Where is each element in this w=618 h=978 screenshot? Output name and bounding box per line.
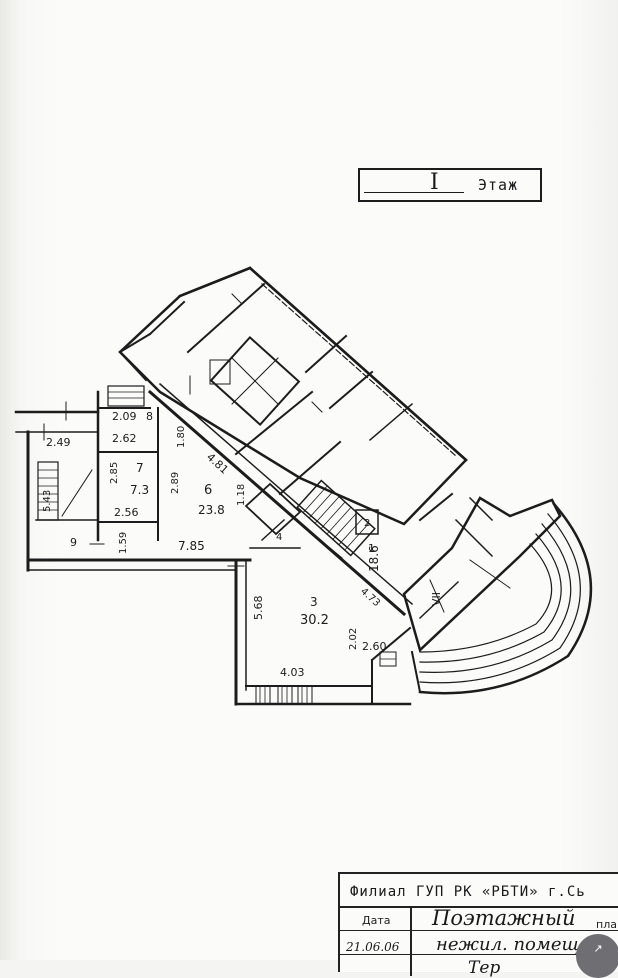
title-block-stamp: Филиал ГУП РК «РБТИ» г.Сь Дата 21.06.06 … xyxy=(338,872,618,978)
dim-label-4: 4 xyxy=(276,532,282,543)
window-south-2 xyxy=(277,685,293,705)
wall-main-north xyxy=(248,266,468,462)
stamp-organization: Филиал ГУП РК «РБТИ» г.Сь xyxy=(350,884,586,900)
stamp-date-label: Дата xyxy=(362,914,391,927)
terrace-curve-outer xyxy=(418,502,593,695)
room2-box xyxy=(355,509,379,535)
dim-label-4-73: 4.73 xyxy=(358,586,382,609)
dim-label-2-02: 2.02 xyxy=(348,628,359,650)
dim-label-2-49: 2.49 xyxy=(46,436,71,449)
room-number-1: 1 xyxy=(368,542,375,555)
floor-label: Этаж xyxy=(478,176,519,194)
room-area-6: 23.8 xyxy=(198,503,225,517)
entry-steps-top xyxy=(107,385,145,407)
stair-left xyxy=(37,461,59,521)
room-number-2: 2 xyxy=(364,518,370,529)
dim-label-2-60: 2.60 xyxy=(362,640,387,653)
dim-label-2-09: 2.09 xyxy=(112,410,137,423)
dim-label-4-81: 4.81 xyxy=(204,451,231,477)
dim-label-4-03: 4.03 xyxy=(280,666,305,679)
stamp-rule-1 xyxy=(340,906,618,908)
room-number-3: 3 xyxy=(310,595,318,609)
floor-title-box xyxy=(358,168,542,202)
wall-cross-1 xyxy=(186,282,266,354)
dim-label-1-80: 1.80 xyxy=(176,426,187,448)
elevator-shaft xyxy=(209,335,301,427)
room-label-8: 8 xyxy=(146,410,153,423)
stamp-col-rule xyxy=(410,906,412,976)
stamp-handwriting-3: Тер xyxy=(468,958,501,978)
room-area-7: 7.3 xyxy=(130,483,149,497)
room-area-3: 30.2 xyxy=(300,613,329,628)
dim-label-2-89: 2.89 xyxy=(170,472,181,494)
wall-main-diagonal-inner xyxy=(158,382,414,606)
dim-label-7-85: 7.85 xyxy=(178,539,205,553)
room-4-box xyxy=(244,482,302,536)
stamp-handwriting-1: Поэтажный xyxy=(432,906,576,930)
room-number-7: 7 xyxy=(136,461,144,475)
floor-title-underline xyxy=(364,192,464,193)
room-number-6: 6 xyxy=(204,483,212,498)
window-south-3 xyxy=(297,685,313,705)
wall-main-diagonal xyxy=(147,389,407,617)
dim-label-5-43: 5.43 xyxy=(42,490,53,512)
floor-number: I xyxy=(430,170,439,195)
stair-upper xyxy=(209,359,231,385)
corner-action-button[interactable]: ↗ xyxy=(576,934,618,978)
dim-label-1-18: 1.18 xyxy=(236,484,247,506)
stair-central xyxy=(296,479,376,557)
wall-cross-3 xyxy=(278,440,342,496)
room-area-1: 18.6 xyxy=(367,545,381,572)
stamp-handwriting-2: нежил. помещ xyxy=(436,934,580,955)
dim-label-2-62: 2.62 xyxy=(112,432,137,445)
right-annex-outline xyxy=(402,496,562,653)
dim-label-2-85: 2.85 xyxy=(109,462,120,484)
room-label-vii: VII xyxy=(430,592,443,606)
stamp-rule-2 xyxy=(340,930,618,931)
wall-cross-2 xyxy=(234,390,314,456)
stamp-rule-3 xyxy=(340,954,618,955)
stamp-date-value: 21.06.06 xyxy=(346,940,400,954)
window-south-1 xyxy=(255,685,271,705)
dim-label-5-68: 5.68 xyxy=(252,596,265,621)
dim-label-2-56: 2.56 xyxy=(114,506,139,519)
dim-label-1-59: 1.59 xyxy=(118,532,129,554)
room-label-9: 9 xyxy=(70,536,77,549)
